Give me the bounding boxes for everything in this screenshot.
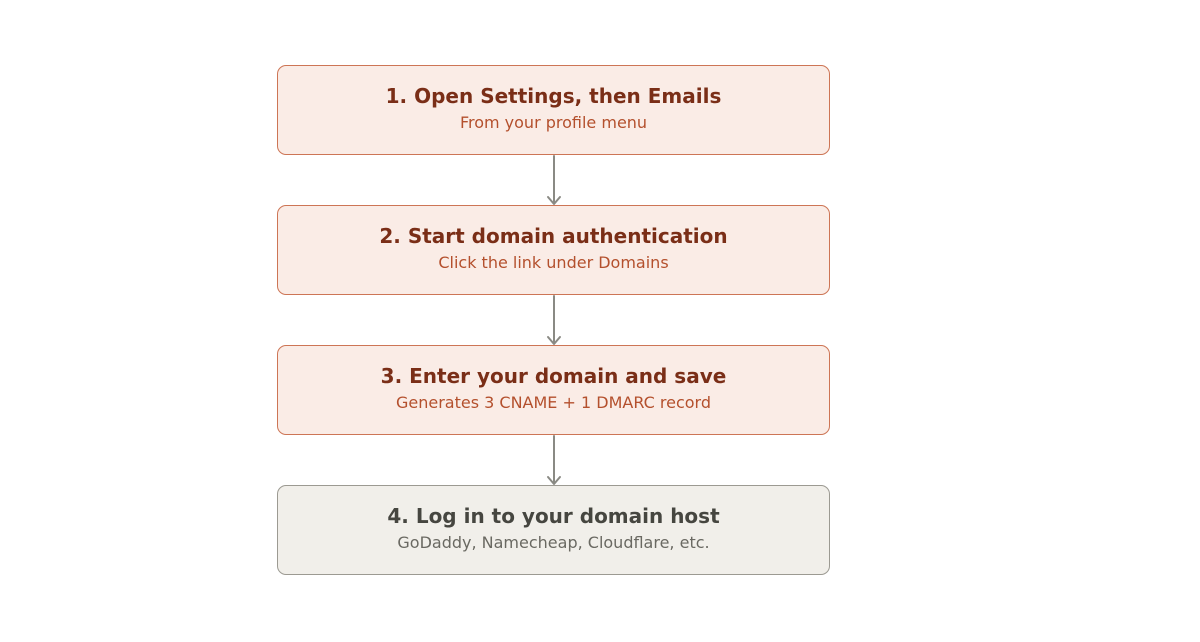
step-3-subtitle: Generates 3 CNAME + 1 DMARC record (395, 393, 711, 412)
step-2-subtitle: Click the link under Domains (438, 253, 669, 272)
step-3-enter-domain: 3. Enter your domain and save Generates … (277, 345, 830, 435)
step-4-title: 4. Log in to your domain host (387, 504, 720, 528)
step-2-start-authentication: 2. Start domain authentication Click the… (277, 205, 830, 295)
step-4-domain-host: 4. Log in to your domain host GoDaddy, N… (277, 485, 830, 575)
step-4-subtitle: GoDaddy, Namecheap, Cloudflare, etc. (397, 533, 710, 552)
connector-arrow-3-to-4 (547, 435, 561, 485)
step-2-title: 2. Start domain authentication (379, 224, 728, 248)
connector-arrow-1-to-2 (547, 155, 561, 205)
step-3-title: 3. Enter your domain and save (380, 364, 727, 388)
step-1-open-settings: 1. Open Settings, then Emails From your … (277, 65, 830, 155)
step-1-subtitle: From your profile menu (459, 113, 648, 132)
step-1-title: 1. Open Settings, then Emails (385, 84, 722, 108)
connector-arrow-2-to-3 (547, 295, 561, 345)
